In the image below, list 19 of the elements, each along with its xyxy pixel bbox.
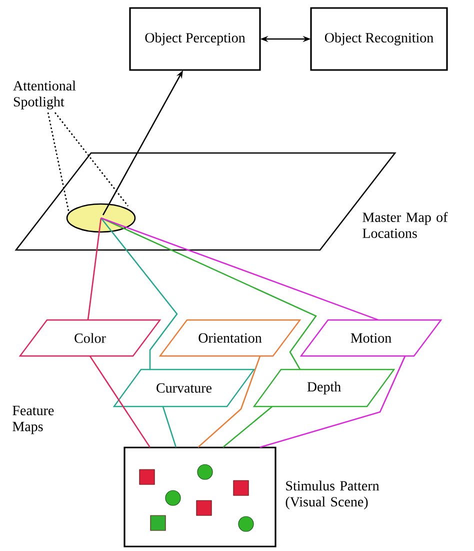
side-label: Feature Maps	[12, 406, 54, 434]
node-caption: Stimulus Pattern (Visual Scene)	[286, 480, 380, 510]
spotlight-label: Attentional Spotlight	[13, 80, 76, 110]
connector-line	[222, 406, 272, 448]
process-box: Object Recognition	[310, 7, 448, 71]
connector-line	[100, 217, 378, 320]
process-box: Object Perception	[129, 7, 261, 71]
connector-line	[100, 218, 178, 370]
node-caption: Master Map of Locations	[362, 212, 448, 238]
connector-line	[198, 356, 261, 448]
leader-line	[54, 112, 129, 206]
spotlight-ellipse	[66, 203, 136, 233]
stimulus-box	[124, 446, 276, 548]
connector-line	[260, 356, 406, 448]
connector-line	[162, 406, 177, 448]
connector-line	[100, 217, 317, 370]
connector-line	[87, 218, 102, 320]
connector-line	[89, 356, 151, 448]
leader-line	[47, 112, 70, 214]
